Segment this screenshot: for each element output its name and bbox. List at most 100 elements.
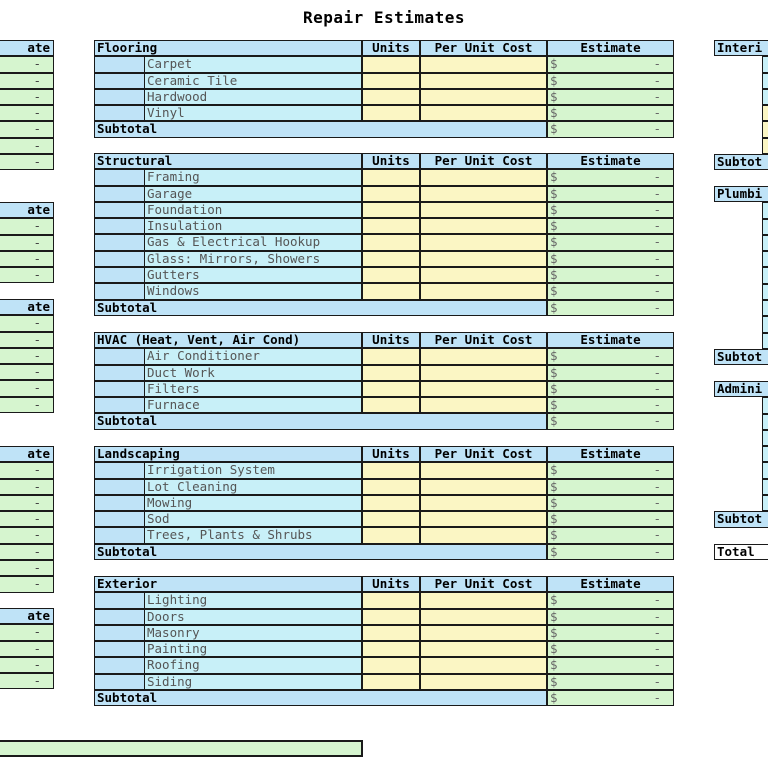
unit-cost-input[interactable]	[420, 185, 547, 202]
estimate-amount: -	[653, 56, 661, 72]
line-item: Vinyl$-	[94, 105, 674, 122]
unit-cost-input[interactable]	[420, 624, 547, 642]
unit-cost-input[interactable]	[420, 250, 547, 268]
estimate-value: $-	[547, 348, 674, 365]
subtotal-row: Subtotal$-	[94, 543, 674, 561]
units-input[interactable]	[362, 88, 420, 106]
cost-header: Per Unit Cost	[420, 446, 547, 463]
unit-cost-input[interactable]	[420, 397, 547, 414]
subtotal-row: Subtotal$-	[94, 413, 674, 430]
estimate-amount: -	[653, 478, 661, 494]
estimate-value: $-	[547, 527, 674, 544]
left-row: -	[0, 72, 54, 89]
cost-header: Per Unit Cost	[420, 576, 547, 593]
subtotal-row: Subtotal$-	[94, 690, 674, 707]
unit-cost-input[interactable]	[420, 608, 547, 625]
units-input[interactable]	[362, 234, 420, 251]
indent	[94, 380, 144, 398]
unit-cost-input[interactable]	[420, 201, 547, 219]
unit-cost-input[interactable]	[420, 72, 547, 89]
line-item: Windows$-	[94, 283, 674, 300]
units-input[interactable]	[362, 72, 420, 89]
item-label: Vinyl	[144, 105, 362, 122]
indent	[94, 72, 144, 89]
unit-cost-input[interactable]	[420, 218, 547, 235]
admin-row	[714, 495, 768, 512]
subtotal-amount: -	[653, 299, 661, 315]
interior-row	[714, 137, 768, 155]
left-amount: -	[33, 640, 41, 656]
units-input[interactable]	[362, 218, 420, 235]
units-input[interactable]	[362, 397, 420, 414]
unit-cost-input[interactable]	[420, 641, 547, 658]
unit-cost-input[interactable]	[420, 169, 547, 186]
units-input[interactable]	[362, 494, 420, 512]
unit-cost-input[interactable]	[420, 348, 547, 365]
item-label: Ceramic Tile	[144, 72, 362, 89]
unit-cost-input[interactable]	[420, 462, 547, 479]
units-input[interactable]	[362, 250, 420, 268]
item-label: Lot Cleaning	[144, 478, 362, 495]
units-input[interactable]	[362, 283, 420, 300]
units-input[interactable]	[362, 169, 420, 186]
units-input[interactable]	[362, 364, 420, 381]
units-input[interactable]	[362, 105, 420, 122]
subtotal-value: $-	[547, 121, 674, 138]
units-input[interactable]	[362, 267, 420, 284]
unit-cost-input[interactable]	[420, 56, 547, 73]
estimate-amount: -	[653, 218, 661, 234]
indent	[94, 397, 144, 414]
units-input[interactable]	[362, 511, 420, 528]
units-input[interactable]	[362, 462, 420, 479]
units-input[interactable]	[362, 641, 420, 658]
units-input[interactable]	[362, 185, 420, 202]
left-amount: -	[33, 137, 41, 153]
cost-header: Per Unit Cost	[420, 153, 547, 170]
unit-cost-input[interactable]	[420, 380, 547, 398]
estimate-value: $-	[547, 397, 674, 414]
left-amount: -	[33, 396, 41, 412]
units-input[interactable]	[362, 624, 420, 642]
estimate-header: Estimate	[547, 576, 674, 593]
left-amount: -	[33, 527, 41, 543]
left-row: -	[0, 56, 54, 73]
unit-cost-input[interactable]	[420, 511, 547, 528]
unit-cost-input[interactable]	[420, 88, 547, 106]
unit-cost-input[interactable]	[420, 105, 547, 122]
unit-cost-input[interactable]	[420, 673, 547, 691]
unit-cost-input[interactable]	[420, 267, 547, 284]
unit-cost-input[interactable]	[420, 478, 547, 495]
section-title: Flooring	[94, 40, 362, 57]
units-input[interactable]	[362, 56, 420, 73]
left-header: ate	[0, 40, 54, 57]
units-input[interactable]	[362, 348, 420, 365]
units-input[interactable]	[362, 657, 420, 674]
indent	[94, 234, 144, 251]
subtotal-label: Subtotal	[94, 413, 547, 430]
admin-row	[714, 413, 768, 430]
units-header: Units	[362, 153, 420, 170]
left-amount: -	[33, 56, 41, 72]
section-title: Landscaping	[94, 446, 362, 463]
units-input[interactable]	[362, 478, 420, 495]
units-input[interactable]	[362, 527, 420, 544]
units-input[interactable]	[362, 380, 420, 398]
units-input[interactable]	[362, 608, 420, 625]
item-label: Painting	[144, 641, 362, 658]
estimate-value: $-	[547, 673, 674, 691]
unit-cost-input[interactable]	[420, 527, 547, 544]
unit-cost-input[interactable]	[420, 234, 547, 251]
units-input[interactable]	[362, 592, 420, 609]
units-input[interactable]	[362, 673, 420, 691]
estimate-header: Estimate	[547, 153, 674, 170]
unit-cost-input[interactable]	[420, 657, 547, 674]
unit-cost-input[interactable]	[420, 283, 547, 300]
unit-cost-input[interactable]	[420, 592, 547, 609]
left-row: -	[0, 364, 54, 381]
unit-cost-input[interactable]	[420, 494, 547, 512]
indent	[94, 527, 144, 544]
units-input[interactable]	[362, 201, 420, 219]
unit-cost-input[interactable]	[420, 364, 547, 381]
line-item: Air Conditioner$-	[94, 348, 674, 365]
